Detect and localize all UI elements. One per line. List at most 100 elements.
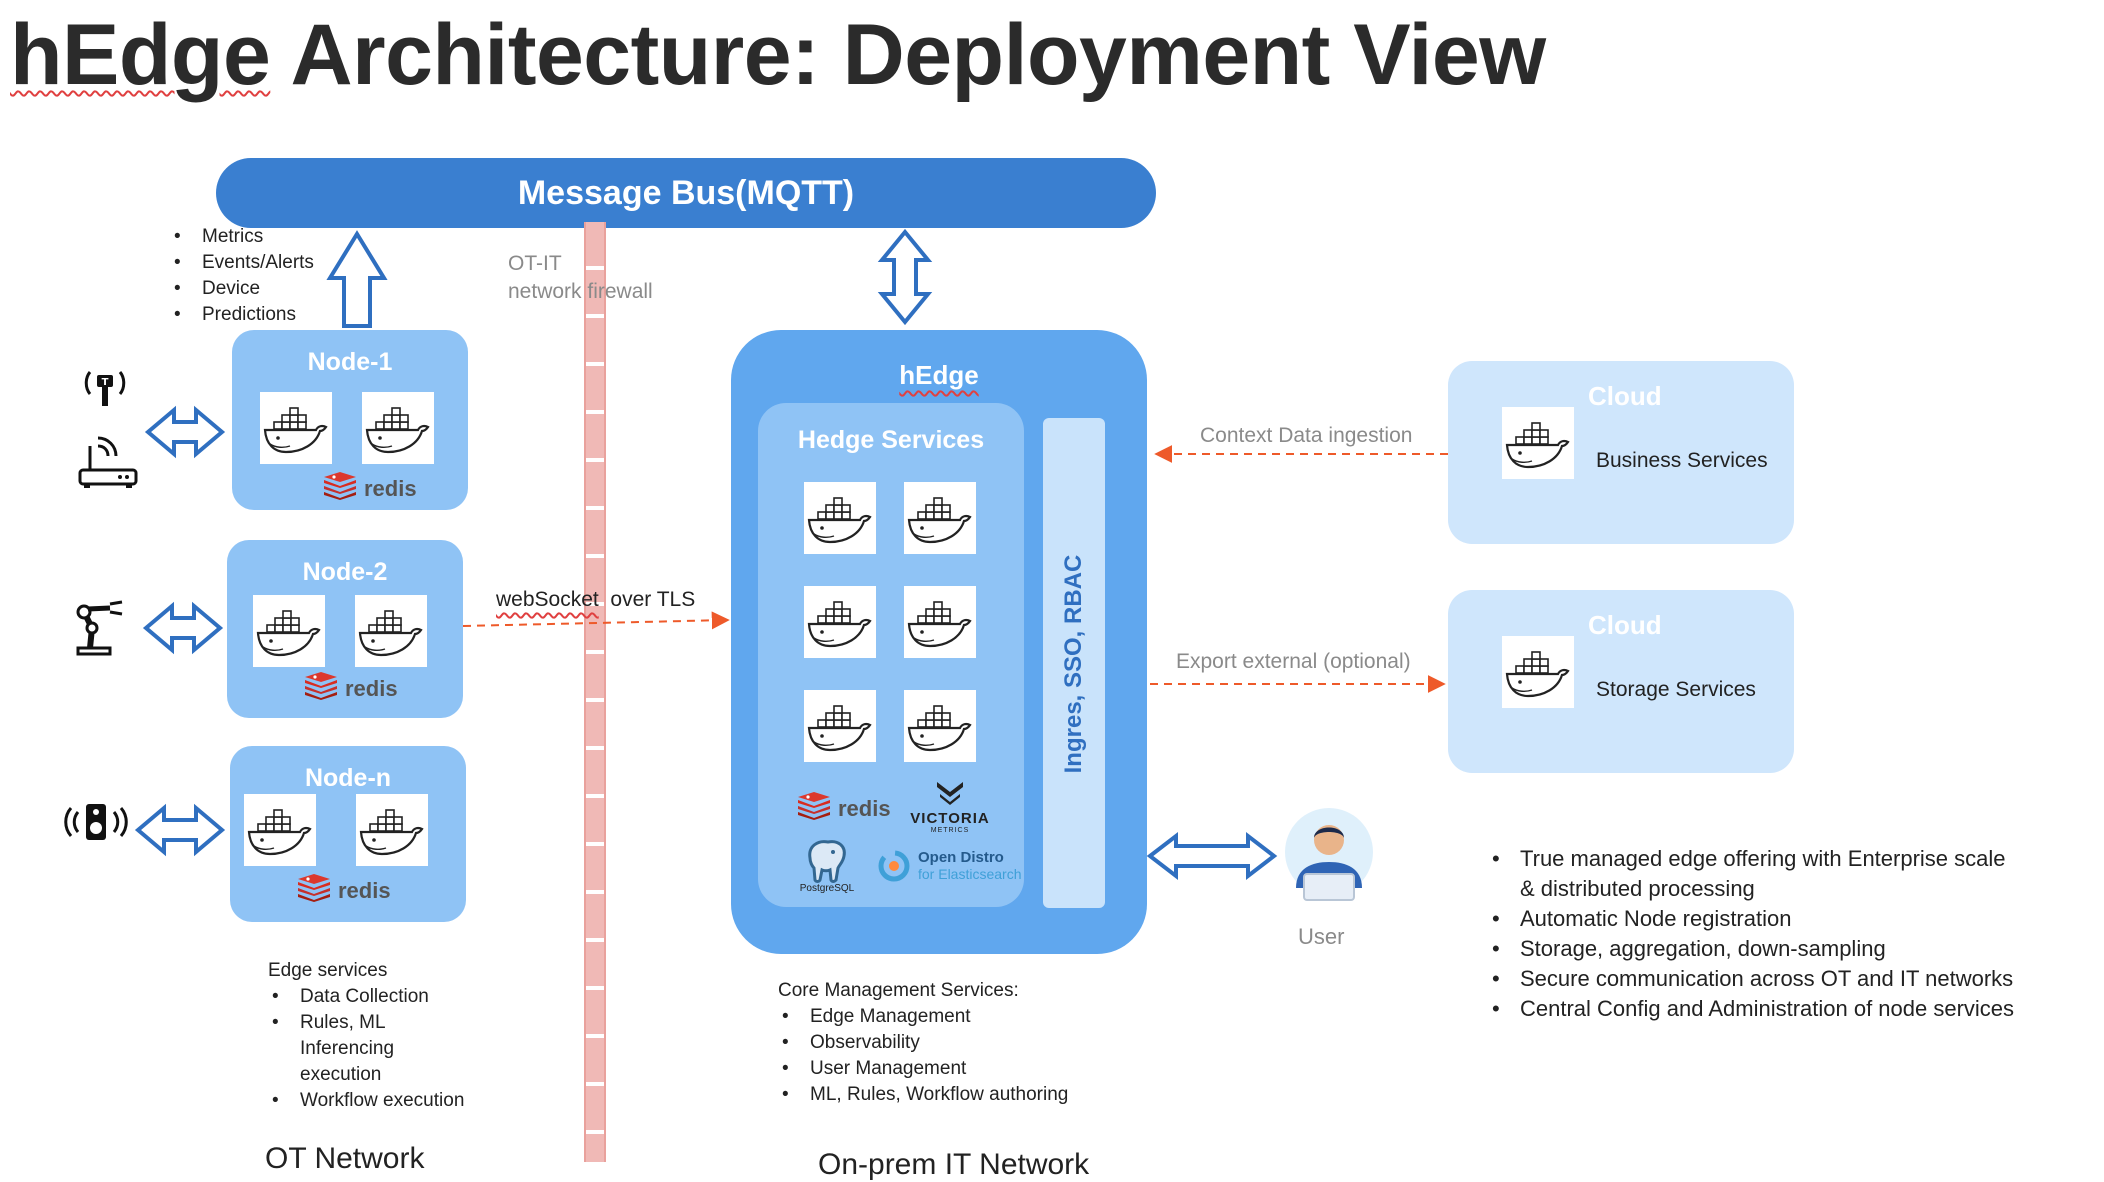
open-distro-icon (878, 850, 910, 882)
message-bullet: Events/Alerts (170, 250, 314, 276)
redis-logo: redis (303, 672, 398, 706)
docker-icon (1502, 407, 1574, 479)
message-bullets: Metrics Events/Alerts Device Predictions (170, 224, 314, 328)
victoria-sub-text: METRICS (930, 827, 970, 834)
firewall-label: OT-IT network firewall (508, 250, 653, 306)
title-prefix: hEdge (10, 7, 271, 103)
svg-text:T: T (102, 377, 109, 388)
victoria-text: VICTORIA (910, 810, 990, 827)
hedge-services-box (758, 403, 1024, 907)
node-title: Node-2 (302, 558, 388, 586)
message-bullet: Metrics (170, 224, 314, 250)
docker-icon (904, 690, 976, 762)
core-service-item: User Management (778, 1056, 1068, 1082)
redis-label: redis (838, 796, 891, 821)
firewall-bar (584, 222, 606, 1162)
postgresql-label: PostgreSQL (799, 883, 855, 894)
edge-service-item: Workflow execution (268, 1088, 464, 1114)
redis-label: redis (364, 476, 417, 501)
docker-icon (260, 392, 332, 464)
feature-bullet: True managed edge offering with Enterpri… (1488, 844, 2014, 874)
redis-icon (303, 672, 339, 706)
docker-icon (804, 482, 876, 554)
feature-bullet: Storage, aggregation, down-sampling (1488, 934, 2014, 964)
edge-service-item-continuation: execution (300, 1064, 382, 1085)
cloud-title: Cloud (1588, 381, 1662, 411)
redis-label: redis (338, 878, 391, 903)
cloud-service-label: Business Services (1596, 449, 1768, 472)
cloud-service-label: Storage Services (1596, 678, 1756, 701)
node-2-box: Node-2 redis (227, 540, 463, 718)
firewall-label-line2: network firewall (508, 280, 653, 303)
ingress-sso-rbac-bar (1043, 418, 1105, 908)
device-arrow-3 (134, 803, 226, 857)
victoria-metrics-logo: VICTORIA METRICS (908, 780, 992, 834)
edge-services-heading: Edge services (268, 960, 388, 981)
redis-logo: redis (322, 472, 417, 506)
title-rest: Architecture: Deployment View (270, 7, 1546, 103)
feature-bullet: Automatic Node registration (1488, 904, 2014, 934)
user-icon (1285, 808, 1373, 901)
edge-services-list: Data Collection Rules, ML Inferencing ex… (268, 984, 464, 1114)
edge-service-item: Data Collection (268, 984, 464, 1010)
router-icon (78, 436, 138, 488)
export-label: Export external (optional) (1176, 650, 1411, 673)
docker-icon (904, 586, 976, 658)
node-n-box: Node-n redis (230, 746, 466, 922)
redis-logo: redis (296, 874, 391, 908)
cloud-business-box: Cloud Business Services (1448, 361, 1794, 544)
cloud-storage-box: Cloud Storage Services (1448, 590, 1794, 773)
docker-icon (253, 595, 325, 667)
message-bus: Message Bus(MQTT) (216, 158, 1156, 228)
docker-icon (1502, 636, 1574, 708)
core-service-item: ML, Rules, Workflow authoring (778, 1082, 1068, 1108)
redis-label: redis (345, 676, 398, 701)
page-title: hEdge Architecture: Deployment View (10, 6, 1546, 105)
edge-services-block: Edge services Data Collection Rules, ML … (268, 958, 464, 1114)
edge-service-item: Rules, ML (268, 1010, 464, 1036)
core-services-heading: Core Management Services: (778, 980, 1019, 1001)
firewall-label-line1: OT-IT (508, 252, 562, 275)
speaker-icon (64, 804, 128, 840)
user-arrow (1146, 831, 1278, 881)
core-services-block: Core Management Services: Edge Managemen… (778, 978, 1068, 1108)
hedge-title: hEdge (731, 360, 1147, 391)
victoria-metrics-icon (937, 782, 963, 805)
node-title: Node-n (304, 764, 392, 792)
redis-logo: redis (796, 792, 891, 826)
redis-icon (296, 874, 332, 908)
it-network-label: On-prem IT Network (818, 1148, 1090, 1181)
cloud-title: Cloud (1588, 610, 1662, 640)
docker-icon (804, 690, 876, 762)
node-title: Node-1 (307, 348, 393, 376)
websocket-suffix: over TLS (598, 588, 696, 611)
postgresql-logo: PostgreSQL (794, 838, 860, 894)
device-arrow-2 (142, 601, 224, 655)
bus-hedge-arrow (877, 228, 933, 326)
context-ingest-label: Context Data ingestion (1200, 424, 1413, 447)
docker-icon (362, 392, 434, 464)
websocket-label: webSocket over TLS (496, 588, 695, 612)
docker-icon (804, 586, 876, 658)
core-service-item: Observability (778, 1030, 1068, 1056)
feature-bullet: Secure communication across OT and IT ne… (1488, 964, 2014, 994)
message-bus-label: Message Bus(MQTT) (517, 173, 855, 212)
websocket-line (462, 611, 730, 630)
open-distro-line2: for Elasticsearch (918, 866, 1022, 882)
open-distro-line1: Open Distro (918, 849, 1004, 866)
radio-tower-icon: T (84, 371, 126, 406)
device-arrow-1 (144, 405, 226, 459)
docker-icon (244, 794, 316, 866)
node-1-box: Node-1 redis (232, 330, 468, 510)
hedge-services-title: Hedge Services (797, 426, 985, 454)
docker-icon (355, 595, 427, 667)
hedge-title-text: hEdge (899, 360, 979, 390)
message-bullet: Device (170, 276, 314, 302)
redis-icon (322, 472, 358, 506)
user-label: User (1298, 924, 1345, 949)
core-service-item: Edge Management (778, 1004, 1068, 1030)
docker-icon (356, 794, 428, 866)
feature-bullets: True managed edge offering with Enterpri… (1488, 844, 2014, 1024)
message-bullet: Predictions (170, 302, 314, 328)
